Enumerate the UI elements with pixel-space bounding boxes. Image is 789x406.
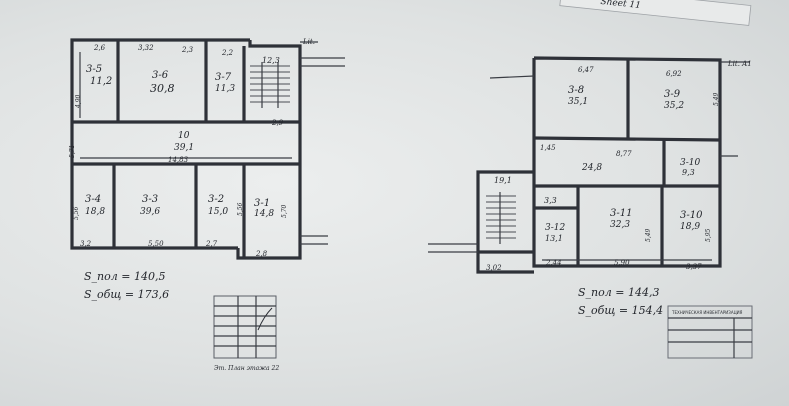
dimension: 2,44 [545,259,562,267]
room-area: 39,6 [140,207,160,217]
dimension: 6,47 [578,66,594,74]
top-strip-text: Sheet 11 [600,0,641,11]
dimension: 14,83 [168,156,189,164]
room-id: 3-11 [610,208,632,219]
dimension: 8,77 [616,150,632,158]
room-id: 3-12 [545,223,565,233]
room-id: 3-7 [215,72,232,83]
dimension: 5,71 [69,145,76,158]
room-area: 13,1 [545,234,563,243]
dimension: 6,92 [666,70,682,78]
room-area: 35,2 [664,101,684,111]
dimension: 3,37 [686,263,702,271]
left-floor-plan: Lit. 3-5 11,2 3-6 30,8 3-7 11,3 12,3 10 … [69,38,345,301]
dimension: 3,32 [138,44,154,52]
dimension: 2,7 [205,240,218,248]
right-floor-plan: Lit. A1 3-8 35,1 3-9 35,2 24,8 3-10 9,3 … [428,56,752,317]
room-area: 18,9 [680,222,700,232]
right-total-area-full: S_общ = 154,4 [578,304,663,317]
room-id: 3-6 [152,70,169,81]
dimension: 1,45 [540,144,556,152]
room-area: 12,3 [262,56,280,65]
left-stairs-hatch [250,62,290,108]
dimension: 5,90 [614,259,630,267]
room-area: 9,3 [682,168,695,177]
dimension: 5,49 [645,228,652,242]
stamp-caption: Эт. План этажа 22 [214,365,279,372]
stamp-header: ТЕХНИЧЕСКАЯ ИНВЕНТАРИЗАЦИЯ [671,310,743,315]
room-id: 3-5 [86,64,102,75]
room-area: 11,2 [90,76,112,87]
room-area: 11,3 [215,84,235,94]
right-total-area: S_пол = 144,3 [578,286,659,299]
room-area: 32,3 [610,220,630,230]
room-area: 39,1 [174,143,194,153]
right-stamp-table: ТЕХНИЧЕСКАЯ ИНВЕНТАРИЗАЦИЯ [667,305,753,359]
room-area: 3,3 [544,196,557,205]
left-stamp-table: Эт. План этажа 22 [213,295,279,372]
dimension: 3,2 [80,240,92,248]
room-id: 3-9 [664,89,681,100]
room-area: 24,8 [581,163,602,173]
dimension: 2,9 [271,119,284,127]
room-id: 3-2 [208,194,224,205]
room-area: 15,0 [208,207,228,217]
room-id: 3-10 [680,210,703,221]
room-area: 14,8 [254,209,274,219]
dimension: 5,49 [713,92,720,106]
room-area: 18,8 [85,207,105,217]
left-plan-marker: Lit. [302,38,315,46]
dimension: 5,56 [237,202,244,216]
room-id: 3-4 [85,194,101,205]
dimension: 3,02 [486,264,502,272]
dimension: 5,95 [705,228,712,242]
room-id: 10 [178,131,190,141]
right-plan-marker: Lit. A1 [727,60,752,68]
dimension: 2,2 [221,49,234,57]
left-total-area-full: S_общ = 173,6 [84,288,169,301]
room-area: 19,1 [494,176,512,185]
room-id: 3-1 [254,198,270,209]
dimension: 5,56 [73,206,80,220]
room-id: 3-3 [142,194,158,205]
room-id: 3-10 [680,158,700,168]
left-total-area: S_пол = 140,5 [84,270,165,283]
dimension: 2,3 [181,46,194,54]
dimension: 4,90 [75,94,82,109]
room-id: 3-8 [568,85,584,96]
dimension: 5,70 [281,204,288,218]
right-stairs-hatch [486,192,516,244]
top-paper-strip: Sheet 11 [559,0,752,26]
room-area: 35,1 [568,97,588,107]
dimension: 2,8 [255,250,268,258]
dimension: 5,50 [148,240,164,248]
dimension: 2,6 [93,44,106,52]
room-area: 30,8 [150,82,175,95]
